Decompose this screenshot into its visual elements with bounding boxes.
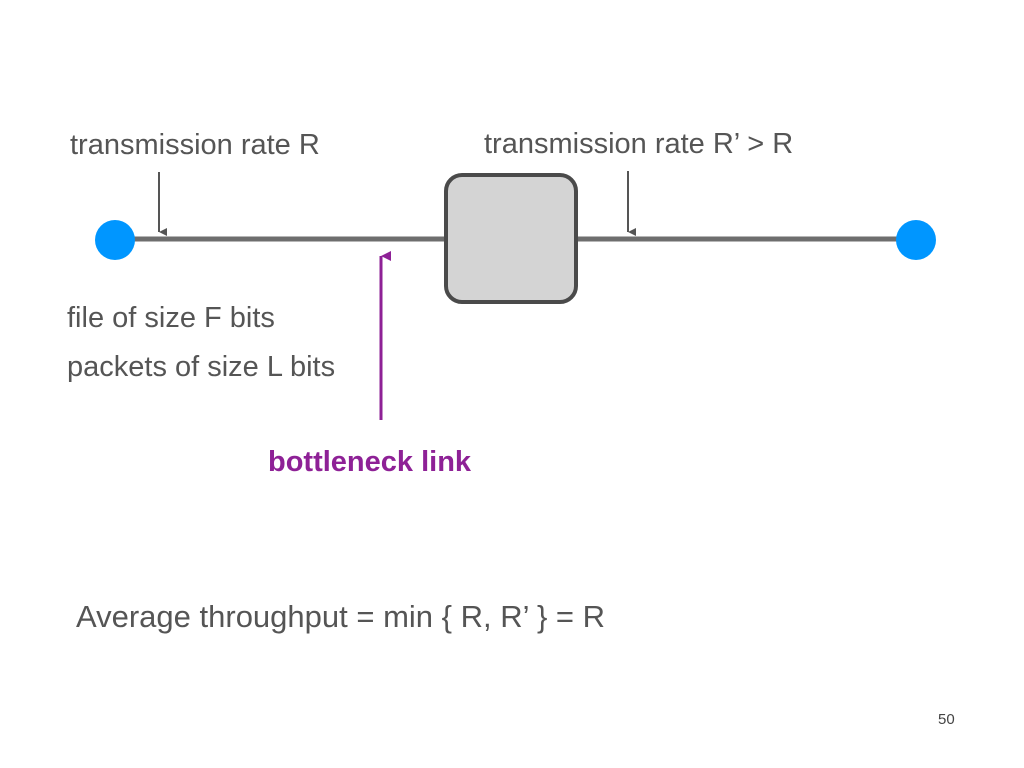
link-2-rate-label: transmission rate R’ > R	[484, 128, 794, 160]
router	[444, 173, 578, 304]
link-1-rate-label: transmission rate R	[70, 129, 320, 161]
file-size-label: file of size F bits	[67, 302, 275, 334]
packet-size-label: packets of size L bits	[67, 351, 336, 383]
throughput-formula: Average throughput = min { R, R’ } = R	[76, 599, 606, 634]
source-host	[95, 220, 135, 260]
bottleneck-label: bottleneck link	[268, 446, 472, 478]
destination-host	[896, 220, 936, 260]
slide-number: 50	[938, 711, 955, 728]
